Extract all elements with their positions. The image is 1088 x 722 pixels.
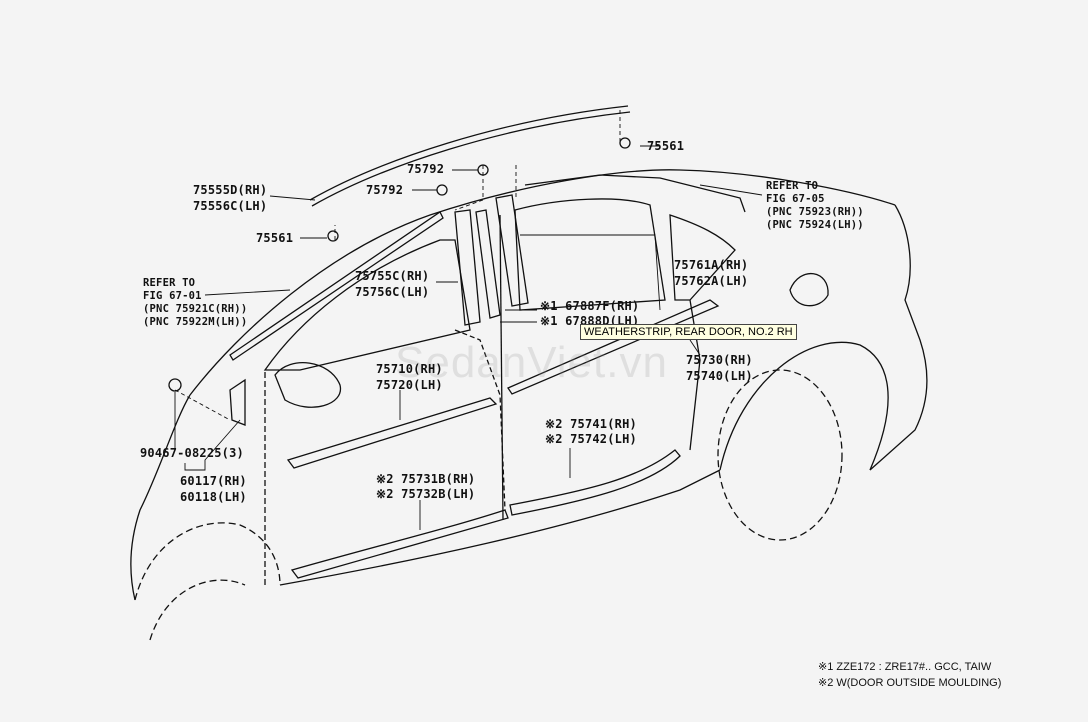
part-label-75561-right[interactable]: 75561 <box>647 139 685 153</box>
hood-outline <box>130 394 191 601</box>
rear-door-rear <box>689 299 701 451</box>
part-label-75710[interactable]: 75710(RH) <box>376 362 443 376</box>
part-label-75555d[interactable]: 75555D(RH) <box>193 183 268 197</box>
pillar-garnish <box>229 378 246 426</box>
mirror <box>274 362 341 408</box>
part-label-75741[interactable]: ※2 75741(RH) <box>545 417 637 431</box>
part-label-75732b[interactable]: ※2 75732B(LH) <box>376 487 476 501</box>
watermark: SedanViet.vn <box>395 338 668 387</box>
rear-wheel-arch <box>719 341 889 471</box>
leader-60117 <box>184 419 241 471</box>
refer-note-left-line3: (PNC 75921C(RH)) <box>143 303 248 315</box>
front-window <box>263 239 471 371</box>
pillar-applique-front <box>454 209 481 326</box>
pillar-applique-mid <box>475 209 501 319</box>
roof-drip-moulding <box>309 105 629 201</box>
part-label-75556c[interactable]: 75556C(LH) <box>193 199 268 213</box>
part-label-75792-top[interactable]: 75792 <box>407 162 445 176</box>
front-belt-moulding <box>286 397 498 469</box>
roof-outline <box>189 169 896 396</box>
leader-75761a <box>520 234 661 311</box>
leader-refer1 <box>204 289 291 296</box>
clip-75792-lower <box>436 184 448 196</box>
clip-90467 <box>168 378 182 392</box>
part-label-75762a[interactable]: 75762A(LH) <box>674 274 749 288</box>
part-label-67887f[interactable]: ※1 67887F(RH) <box>540 299 640 313</box>
refer-note-left-line1: REFER TO <box>143 277 196 289</box>
front-window-moulding <box>229 211 444 361</box>
rear-wheel <box>717 369 843 541</box>
rear-window-moulding <box>524 174 746 213</box>
part-label-75730[interactable]: 75730(RH) <box>686 353 753 367</box>
front-door-seam <box>454 329 506 511</box>
refer-note-left-line2[interactable]: FIG 67-01 <box>143 290 202 302</box>
part-label-60117[interactable]: 60117(RH) <box>180 474 247 488</box>
refer-note-right-line4: (PNC 75924(LH)) <box>766 219 864 231</box>
clip-75561-right <box>619 137 631 149</box>
b-pillar-line <box>499 214 504 521</box>
part-label-75755c[interactable]: 75755C(RH) <box>355 269 430 283</box>
refer-note-right-line3: (PNC 75923(RH)) <box>766 206 864 218</box>
refer-note-right-line1: REFER TO <box>766 180 819 192</box>
refer-note-left-line4: (PNC 75922M(LH)) <box>143 316 248 328</box>
part-label-75792-lower[interactable]: 75792 <box>366 183 404 197</box>
front-lower-moulding <box>290 509 509 579</box>
refer-note-right-line2[interactable]: FIG 67-05 <box>766 193 825 205</box>
part-label-90467[interactable]: 90467-08225(3) <box>140 446 244 460</box>
part-label-75761a[interactable]: 75761A(RH) <box>674 258 749 272</box>
rear-lower-moulding <box>509 449 681 516</box>
front-wheel <box>149 579 246 641</box>
rear-window <box>514 198 666 311</box>
footnote-1: ※1 ZZE172 : ZRE17#.. GCC, TAIW <box>818 661 992 673</box>
part-label-75742[interactable]: ※2 75742(LH) <box>545 432 637 446</box>
footnote-2: ※2 W(DOOR OUTSIDE MOULDING) <box>818 677 1002 689</box>
fuel-door <box>789 273 829 307</box>
front-wheel-arch <box>134 522 281 601</box>
leader-75555d <box>269 195 316 201</box>
rocker-outline <box>279 469 721 586</box>
part-label-60118[interactable]: 60118(LH) <box>180 490 247 504</box>
leader-refer2 <box>699 184 763 196</box>
leader-75730 <box>689 339 701 356</box>
quarter-window <box>669 214 736 301</box>
part-label-75561-left[interactable]: 75561 <box>256 231 294 245</box>
part-label-75731b[interactable]: ※2 75731B(RH) <box>376 472 476 486</box>
part-label-75740[interactable]: 75740(LH) <box>686 369 753 383</box>
part-label-75756c[interactable]: 75756C(LH) <box>355 285 430 299</box>
rear-outline <box>869 204 928 471</box>
part-tooltip: WEATHERSTRIP, REAR DOOR, NO.2 RH <box>580 324 797 340</box>
pillar-applique-rear <box>495 194 529 307</box>
part-label-75720[interactable]: 75720(LH) <box>376 378 443 392</box>
clip-75561-left <box>327 230 339 242</box>
